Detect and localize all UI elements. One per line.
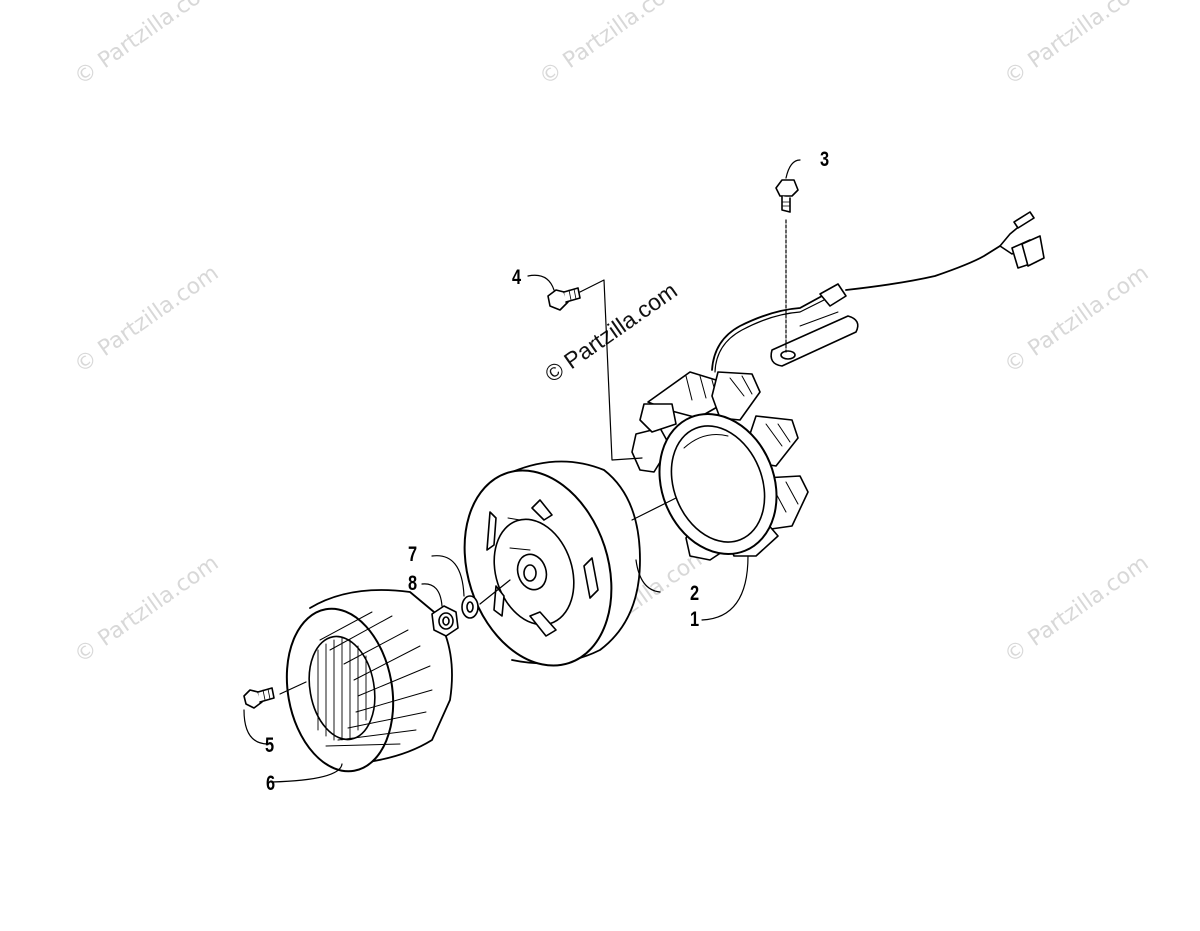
- leader-lines: [243, 159, 801, 783]
- bolt-4: [547, 287, 581, 311]
- callout-8: 8: [408, 572, 418, 595]
- callout-1: 1: [690, 608, 700, 631]
- explode-lines: [279, 219, 787, 695]
- callout-5: 5: [265, 734, 275, 757]
- stator: [631, 371, 809, 561]
- washer: [461, 595, 479, 619]
- callout-3: 3: [820, 148, 830, 171]
- nut: [431, 605, 459, 637]
- flywheel: [463, 460, 641, 667]
- bolt-5: [243, 687, 275, 709]
- callout-2: 2: [690, 582, 700, 605]
- bolt-3: [775, 179, 799, 213]
- stator-wire: [711, 295, 823, 371]
- callout-7: 7: [408, 543, 418, 566]
- callout-6: 6: [266, 772, 276, 795]
- callout-4: 4: [512, 266, 522, 289]
- wire-bracket: [770, 315, 859, 367]
- cooling-fan: [285, 589, 453, 773]
